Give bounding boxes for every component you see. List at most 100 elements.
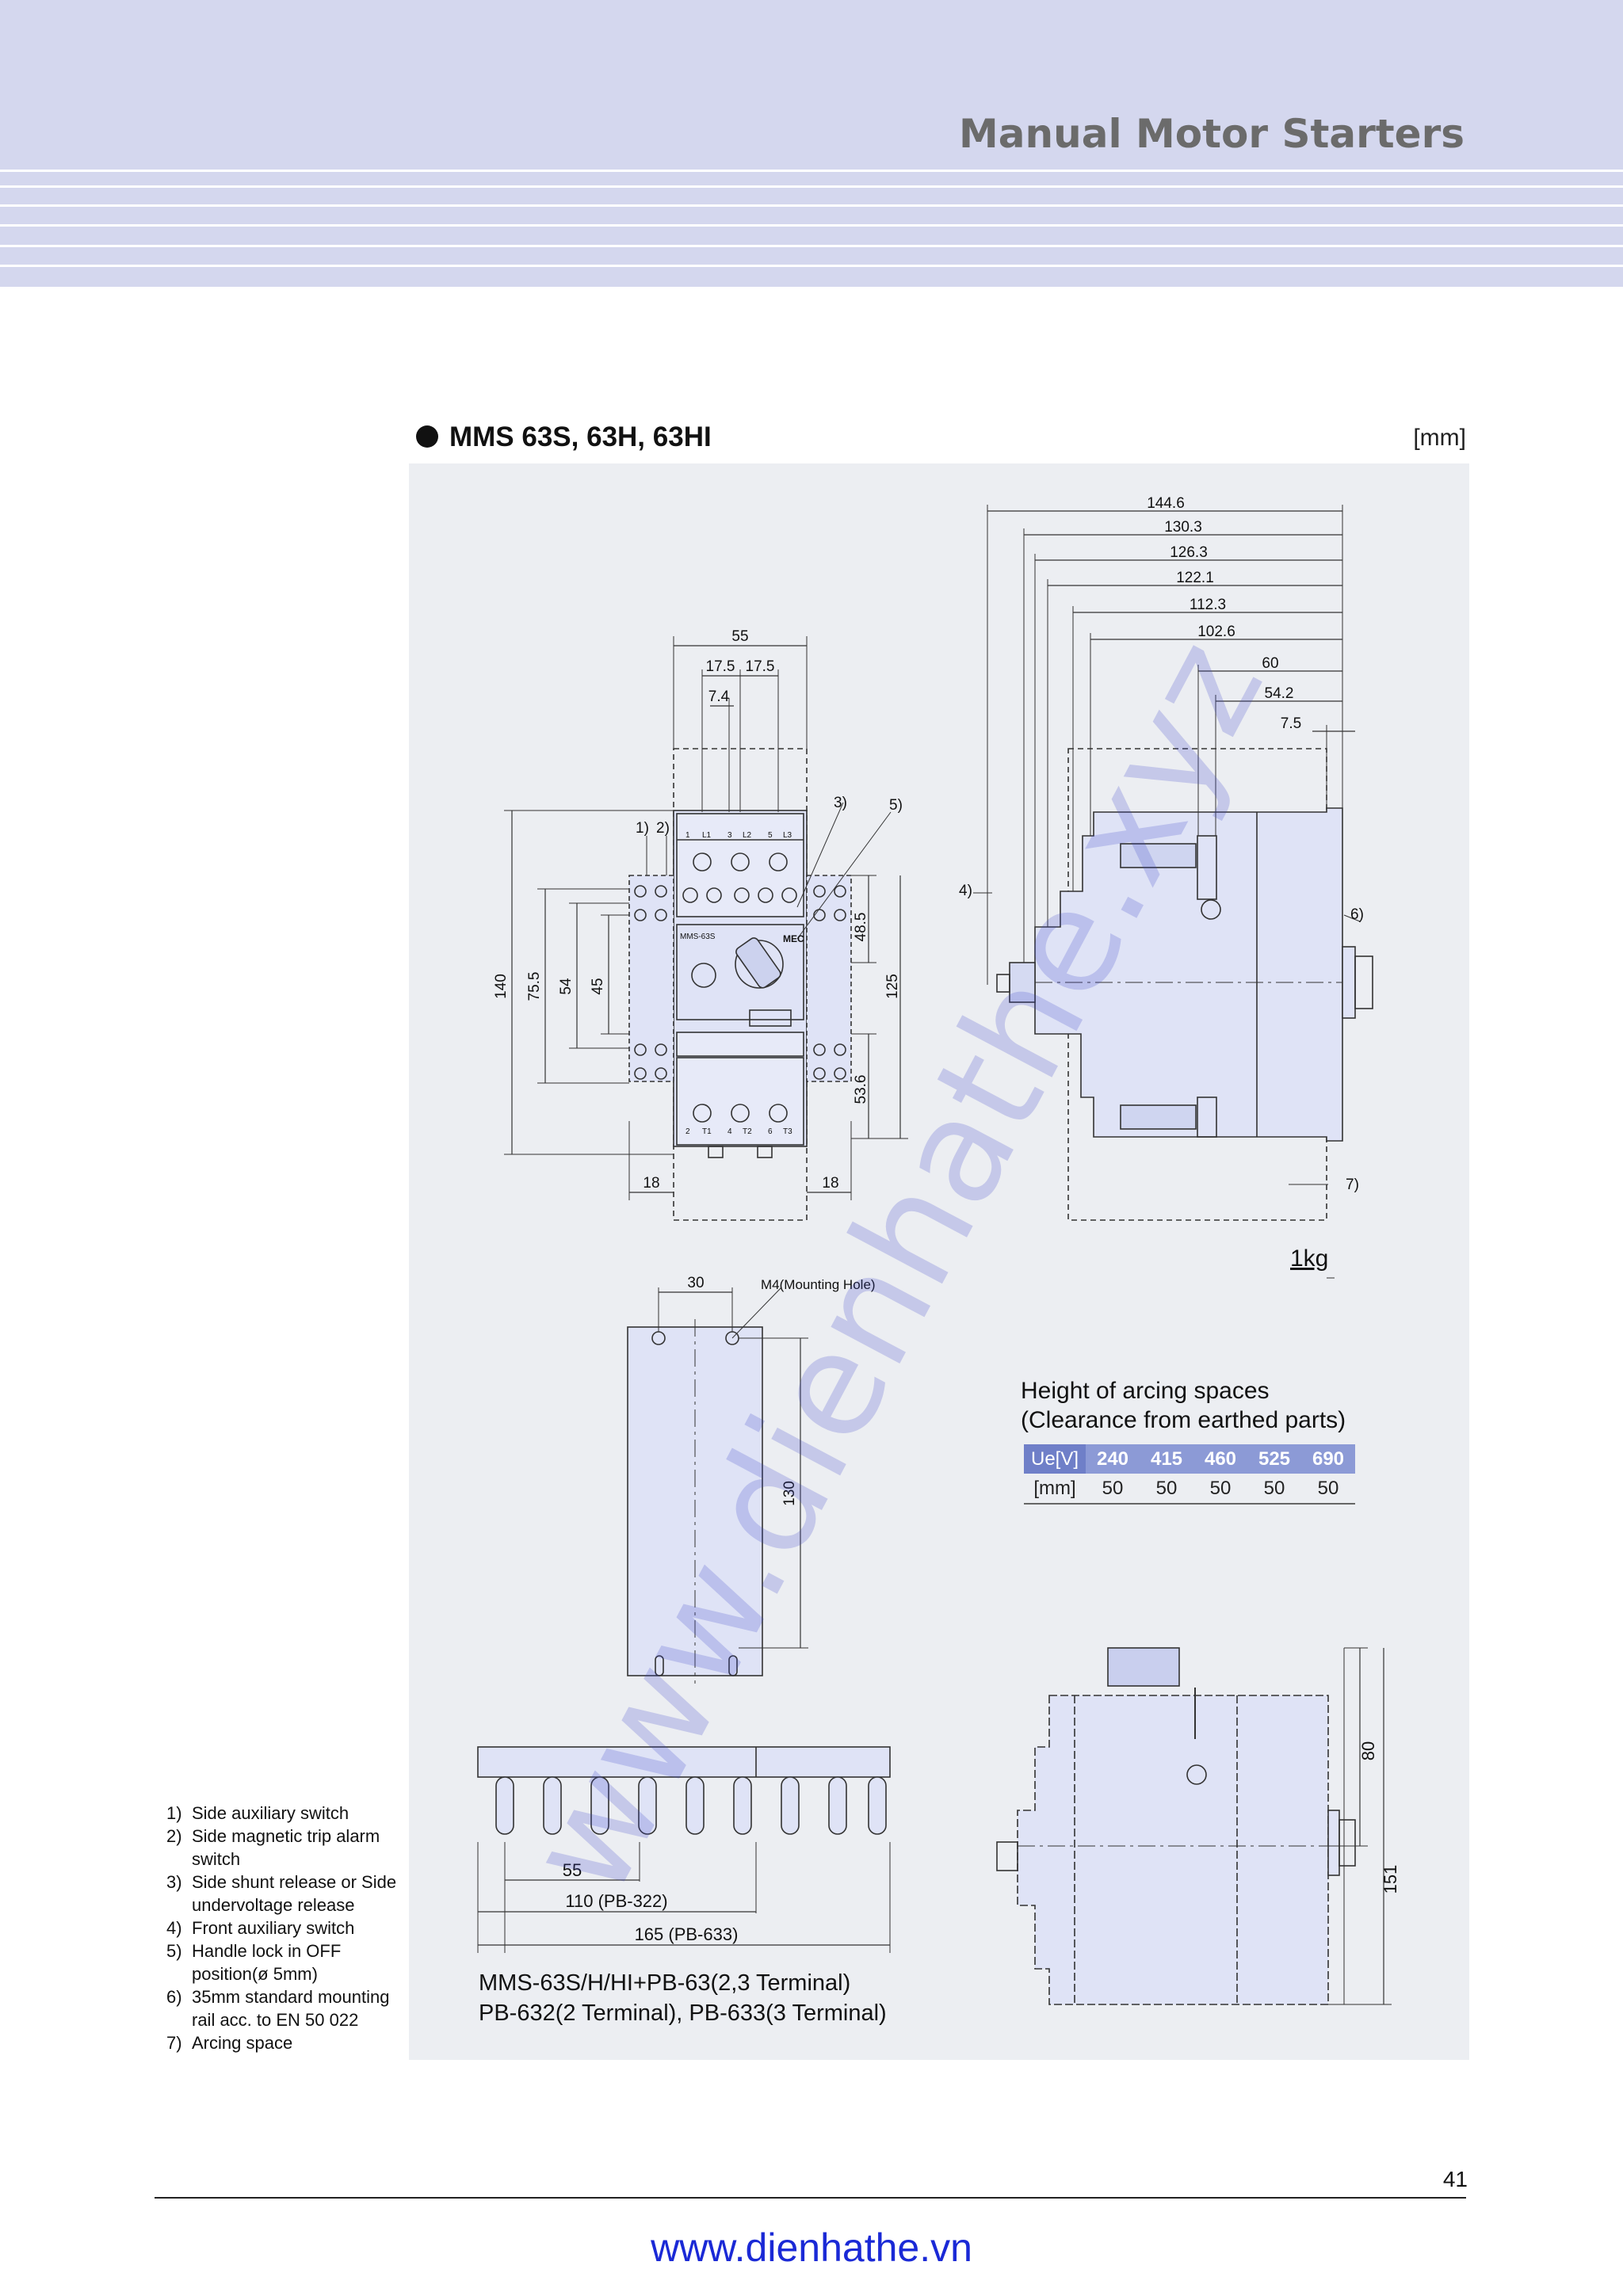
- dim-102-6: 102.6: [1197, 624, 1235, 640]
- terminal-T3: T3: [783, 1127, 792, 1136]
- dim-54: 54: [558, 978, 575, 995]
- arcing-value-cell: 50: [1247, 1474, 1301, 1505]
- note-number: 4): [166, 1918, 182, 1938]
- website-link[interactable]: www.dienhathe.vn: [651, 2225, 972, 2270]
- dim-55: 55: [731, 628, 748, 645]
- callout-2: 2): [656, 820, 670, 837]
- notes-list: 1)Side auxiliary switch 2)Side magnetic …: [166, 1802, 404, 2054]
- note-item: 3) Side shunt release or Side undervoltag…: [166, 1871, 404, 1917]
- terminal-4: 4: [727, 1127, 732, 1136]
- callout-3: 3): [834, 795, 847, 811]
- dim-140: 140: [493, 974, 510, 999]
- callout-7: 7): [1346, 1177, 1359, 1193]
- device-label: MMS-63S: [680, 933, 716, 941]
- header-stripe: [0, 185, 1623, 188]
- header-stripe: [0, 224, 1623, 227]
- mounting-hole-label: M4(Mounting Hole): [761, 1277, 876, 1292]
- callout-5: 5): [889, 797, 903, 814]
- arcing-header-cell: 415: [1140, 1444, 1193, 1474]
- note-number: 7): [166, 2033, 182, 2053]
- arcing-header-row: Ue[V] 240 415 460 525 690: [1024, 1444, 1355, 1474]
- arcing-header-cell: 690: [1301, 1444, 1355, 1474]
- note-number: 6): [166, 1987, 182, 2007]
- header-stripe: [0, 204, 1623, 207]
- arcing-value-cell: 50: [1086, 1474, 1140, 1505]
- dim-48-5: 48.5: [853, 913, 869, 942]
- aux-side-labels: 80 151: [1358, 1741, 1400, 1894]
- aux-side-view: [996, 1647, 1392, 2005]
- dim-55-busbar: 55: [563, 1860, 582, 1880]
- note-number: 3): [166, 1872, 182, 1892]
- callout-4: 4): [959, 883, 972, 899]
- note-text: Arcing space: [192, 2033, 293, 2053]
- bullet-icon: [416, 425, 438, 448]
- dim-18-right: 18: [822, 1175, 838, 1192]
- weight-label: 1kg: [1290, 1245, 1329, 1272]
- header-stripe: [0, 245, 1623, 247]
- dim-122-1: 122.1: [1176, 570, 1214, 586]
- dim-126-3: 126.3: [1170, 544, 1208, 561]
- terminal-L2: L2: [743, 831, 752, 840]
- arcing-header-cell: 240: [1086, 1444, 1140, 1474]
- terminal-1: 1: [685, 831, 690, 840]
- dim-60: 60: [1262, 655, 1278, 672]
- terminal-L1: L1: [702, 831, 712, 840]
- terminal-T2: T2: [743, 1127, 752, 1136]
- arcing-value-cell: 50: [1301, 1474, 1355, 1505]
- terminal-5: 5: [768, 831, 773, 840]
- terminal-L3: L3: [783, 831, 792, 840]
- dim-54-2: 54.2: [1265, 685, 1294, 702]
- mounting-labels: 30 M4(Mounting Hole) 130: [687, 1275, 875, 1506]
- note-number: 1): [166, 1803, 182, 1823]
- header-band: Manual Motor Starters: [0, 0, 1623, 287]
- note-number: 5): [166, 1941, 182, 1961]
- note-item: 1) Side auxiliary switch: [166, 1802, 404, 1825]
- busbar-caption-line2: PB-632(2 Terminal), PB-633(3 Terminal): [479, 2000, 887, 2026]
- callout-1: 1): [636, 820, 649, 837]
- terminal-2: 2: [685, 1127, 690, 1136]
- dim-18-left: 18: [643, 1175, 659, 1192]
- dim-7-5: 7.5: [1281, 715, 1301, 732]
- brand-logo: MEC: [783, 933, 804, 944]
- dim-45: 45: [590, 978, 606, 994]
- dim-80: 80: [1358, 1741, 1378, 1760]
- header-stripe: [0, 265, 1623, 267]
- side-view-labels: 144.6 130.3 126.3 122.1 112.3 102.6 60 5…: [959, 495, 1364, 1193]
- dim-7-4: 7.4: [708, 688, 730, 705]
- note-text: Handle lock in OFF position(ø 5mm): [192, 1941, 342, 1984]
- note-text: Side magnetic trip alarm switch: [192, 1826, 380, 1869]
- arcing-value-cell: 50: [1140, 1474, 1193, 1505]
- dim-130-3: 130.3: [1164, 519, 1202, 536]
- dim-125: 125: [884, 974, 901, 999]
- arcing-header-cell: 460: [1193, 1444, 1247, 1474]
- drawing-panel: 55 17.5 17.5 7.4 140 75.5 54 45 48.5 125…: [409, 463, 1469, 2060]
- note-text: Front auxiliary switch: [192, 1918, 355, 1938]
- technical-drawings: 55 17.5 17.5 7.4 140 75.5 54 45 48.5 125…: [477, 495, 1400, 2005]
- note-text: Side auxiliary switch: [192, 1803, 349, 1823]
- busbar-caption-line1: MMS-63S/H/HI+PB-63(2,3 Terminal): [479, 1970, 851, 1996]
- note-item: 7) Arcing space: [166, 2031, 404, 2054]
- arcing-value-row: [mm] 50 50 50 50 50: [1024, 1474, 1355, 1505]
- note-item: 5) Handle lock in OFF position(ø 5mm): [166, 1939, 404, 1985]
- dim-130: 130: [781, 1481, 798, 1506]
- arcing-value-cell: [mm]: [1024, 1474, 1086, 1505]
- dim-17-5-b: 17.5: [746, 658, 775, 675]
- callout-6: 6): [1350, 906, 1364, 923]
- dim-17-5-a: 17.5: [706, 658, 735, 675]
- dim-110: 110 (PB-322): [565, 1891, 667, 1911]
- unit-label: [mm]: [1413, 425, 1466, 451]
- front-view-labels: 55 17.5 17.5 7.4 140 75.5 54 45 48.5 125…: [493, 628, 903, 1192]
- note-item: 4) Front auxiliary switch: [166, 1917, 404, 1939]
- dim-75-5: 75.5: [526, 972, 543, 1001]
- dim-144-6: 144.6: [1147, 495, 1185, 512]
- busbar: [477, 1746, 891, 1953]
- arcing-table: Ue[V] 240 415 460 525 690 [mm] 50 50 50 …: [1024, 1444, 1355, 1505]
- footer-rule: [155, 2197, 1466, 2199]
- dim-30: 30: [687, 1275, 704, 1291]
- terminal-3: 3: [727, 831, 732, 840]
- note-item: 6)35mm standard mounting rail acc. to EN…: [166, 1985, 404, 2031]
- front-view: [504, 636, 908, 1221]
- busbar-caption: MMS-63S/H/HI+PB-63(2,3 Terminal) PB-632(…: [479, 1968, 891, 2028]
- arcing-title-line1: Height of arcing spaces: [1021, 1378, 1270, 1404]
- note-text: Side shunt release or Side undervoltage …: [192, 1872, 397, 1915]
